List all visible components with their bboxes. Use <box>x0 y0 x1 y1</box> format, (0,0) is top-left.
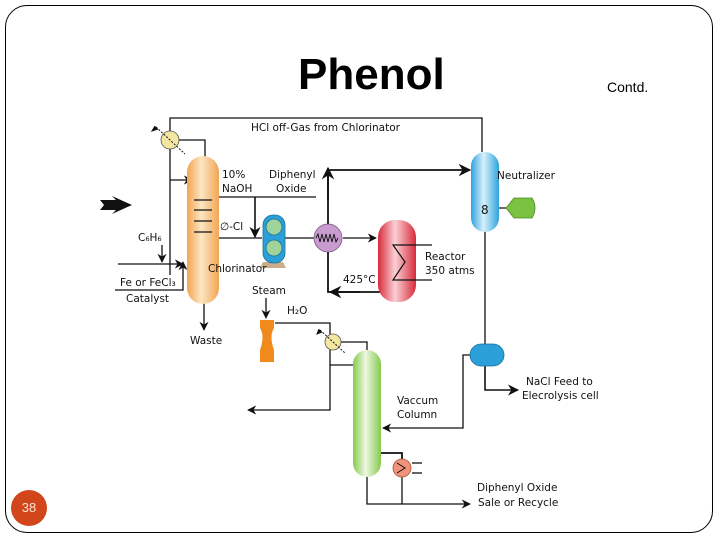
catalyst-line <box>115 261 188 291</box>
slide-title: Phenol <box>298 50 445 99</box>
naoh-tank <box>505 197 536 219</box>
separator-drum <box>469 343 505 367</box>
label-dpo-2: Sale or Recycle <box>478 497 558 509</box>
condenser-to-column <box>337 341 368 352</box>
hcl-offgas-line <box>169 117 483 152</box>
label-dpo-1: Diphenyl Oxide <box>477 482 557 494</box>
label-temperature: 425°C <box>343 274 376 286</box>
heat-exchanger <box>313 223 343 253</box>
condenser-to-chlorinator-top <box>177 139 206 158</box>
label-nacl-2: Elecrolysis cell <box>522 390 599 402</box>
separator-to-column <box>382 354 472 433</box>
feed-arrow-icon <box>100 196 132 214</box>
label-reactor-2: 350 atms <box>425 265 475 277</box>
label-reactor-1: Reactor <box>425 251 466 263</box>
label-nacl-1: NaCl Feed to <box>526 376 593 388</box>
label-vacuum-2: Column <box>397 409 437 421</box>
label-naoh-1: 10% <box>222 169 245 181</box>
reboiler <box>392 458 412 478</box>
hx-to-neutralizer <box>327 163 472 225</box>
label-hcl-offgas: HCl off-Gas from Chlorinator <box>251 122 401 134</box>
page-number-badge: 38 <box>11 490 47 526</box>
label-benzene: C₆H₆ <box>138 232 162 244</box>
reactor-return <box>327 252 380 293</box>
chlorinator-vessel <box>187 156 219 304</box>
label-diphenyl-1: Diphenyl <box>269 169 316 181</box>
neutralizer-vessel: 8 <box>471 152 499 232</box>
column-to-reboiler <box>380 452 403 460</box>
label-naoh-2: NaOH <box>222 183 252 195</box>
pump <box>260 214 286 268</box>
steam-ejector <box>260 320 274 362</box>
slide-subtitle: Contd. <box>607 79 649 95</box>
ejector-to-condenser <box>275 322 331 335</box>
column-bottom-line <box>366 475 471 509</box>
reactor-vessel <box>378 220 432 302</box>
label-chlorobenzene: ∅-Cl <box>220 221 243 233</box>
label-chlorinator: Chlorinator <box>208 263 267 275</box>
vacuum-column <box>353 350 381 477</box>
label-catalyst-2: Catalyst <box>126 293 169 305</box>
nacl-line <box>484 365 520 396</box>
top-condenser <box>150 125 186 155</box>
left-output-line <box>247 365 331 415</box>
label-diphenyl-2: Oxide <box>276 183 307 195</box>
column-condenser <box>316 328 346 354</box>
svg-text:8: 8 <box>481 203 489 217</box>
column-to-left <box>329 350 355 366</box>
label-vacuum-1: Vaccum <box>397 395 438 407</box>
label-steam: Steam <box>252 285 286 297</box>
label-water: H₂O <box>287 305 307 317</box>
label-neutralizer: Neutralizer <box>497 170 556 182</box>
slide-frame <box>5 5 713 533</box>
label-waste: Waste <box>190 335 222 347</box>
label-catalyst-1: Fe or FeCl₃ <box>120 277 176 289</box>
